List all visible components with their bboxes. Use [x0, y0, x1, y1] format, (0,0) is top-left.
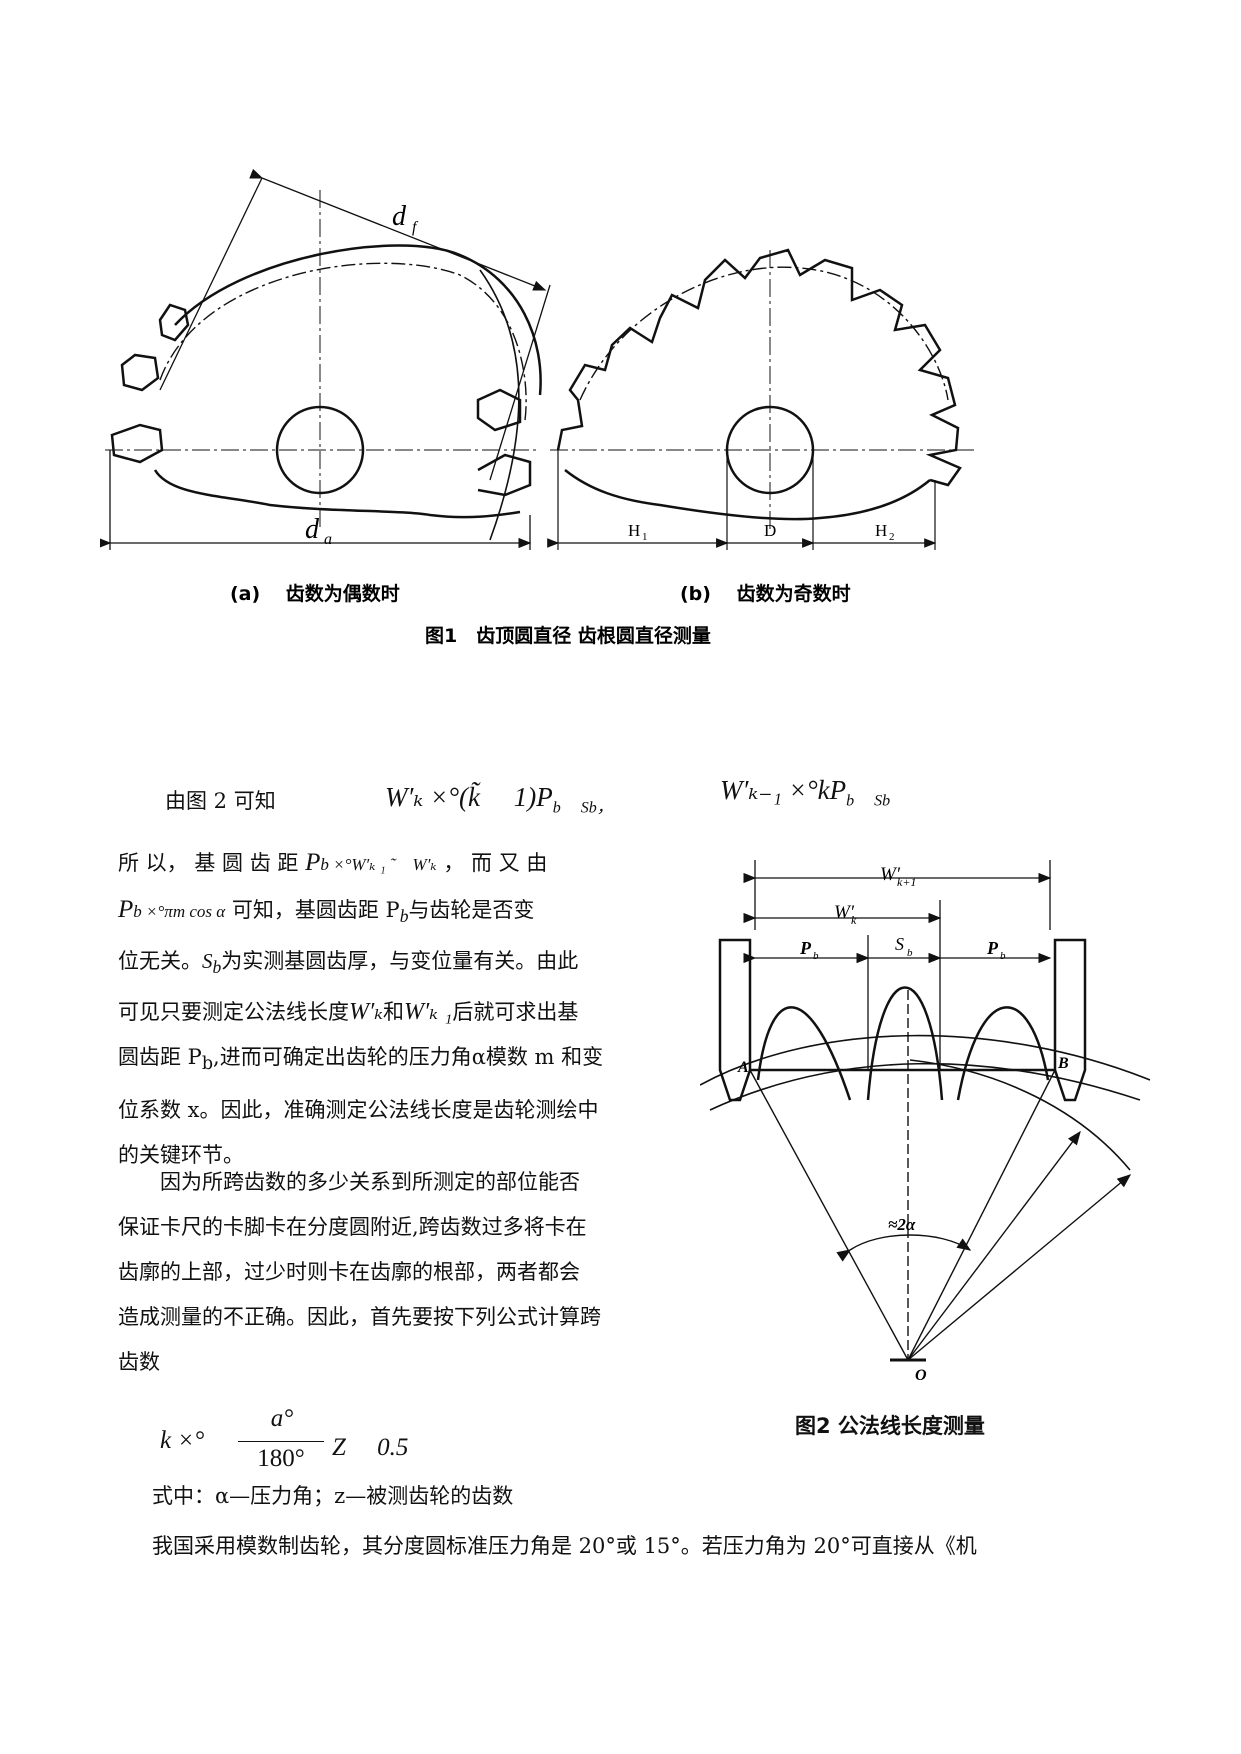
sb-label-sub: b [907, 947, 913, 959]
h1-label-sub: 1 [642, 531, 648, 543]
h1-label: H [628, 521, 640, 540]
point-a-label: A [737, 1059, 749, 1076]
equation-wk: W′ₖ ×°(k̃ 1)Pb Sb， [385, 782, 613, 817]
d-label: D [764, 521, 776, 540]
intro-text: 由图 2 可知 [165, 789, 276, 813]
gear-a-even-teeth [110, 244, 542, 541]
sb-label: S [895, 934, 904, 954]
closing-line: 我国采用模数制齿轮，其分度圆标准压力角是 20°或 15°。若压力角为 20°可… [152, 1534, 977, 1558]
pb-left-label: P [799, 938, 812, 958]
figure-2-caption-text: 图2 公法线长度测量 [795, 1414, 985, 1438]
angle-label: ≈2α [888, 1215, 916, 1234]
h2-label: H [875, 521, 887, 540]
equation-wk-1: W′ₖ₋₁ ×°kPb Sb [720, 775, 891, 810]
figure-1-caption: 图1 齿顶圆直径 齿根圆直径测量 [425, 624, 711, 647]
wk1-label: W′ [880, 864, 901, 885]
wk-label-sub: k [851, 913, 857, 927]
center-o-label: O [915, 1367, 927, 1384]
pb-left-label-sub: b [813, 950, 819, 962]
subcaption-b: (b) 齿数为奇数时 [680, 582, 851, 605]
wk-label: W′ [834, 902, 855, 923]
figure-2-common-normal: W′ k+1 W′ k P b S b P b A B ≈2α O 图2 公法线… [700, 860, 1151, 1384]
pb-right-label-sub: b [1000, 950, 1006, 962]
gear-b-odd-teeth [556, 248, 962, 521]
df-label: d [392, 201, 407, 232]
where-definition: 式中：α—压力角；z—被测齿轮的齿数 [152, 1484, 514, 1508]
paragraph-span-teeth: 因为所跨齿数的多少关系到所测定的部位能否 保证卡尺的卡脚卡在分度圆附近,跨齿数过… [118, 1170, 601, 1374]
df-label-sub: f [412, 219, 419, 236]
figure-1-gear-diameters: d f d a H 1 D H 2 (a) 齿数为偶数时 (b) 齿数为奇数时 … [100, 168, 975, 647]
da-label-sub: a [324, 531, 332, 548]
paragraph-base-pitch: 所 以， 基 圆 齿 距 Pb ×°W′ₖ ₁ ˜ W′ₖ ， 而 又 由 Pb… [118, 849, 604, 1167]
wk1-label-sub: k+1 [897, 875, 916, 889]
pb-right-label: P [986, 938, 999, 958]
da-label: d [305, 514, 320, 545]
subcaption-a: (a) 齿数为偶数时 [230, 582, 400, 605]
h2-label-sub: 2 [889, 531, 895, 543]
point-b-label: B [1057, 1055, 1069, 1072]
